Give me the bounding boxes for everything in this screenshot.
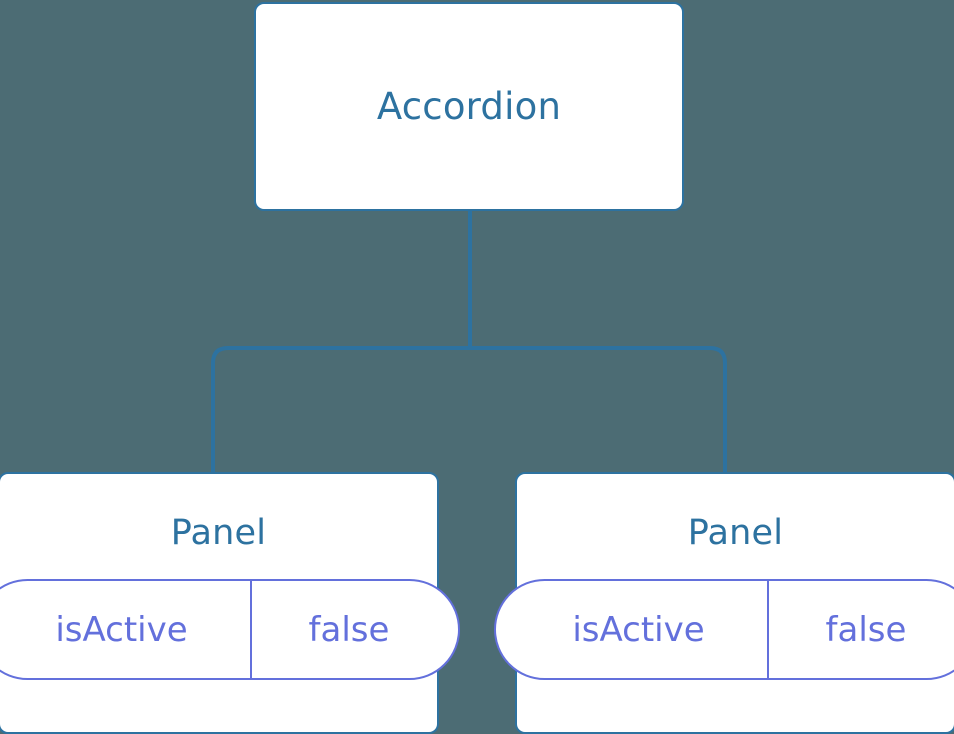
edge-left-branch (211, 346, 470, 474)
node-panel-left[interactable]: Panel isActive false (0, 472, 460, 734)
node-title: Panel (170, 513, 267, 553)
edge-right-branch (470, 346, 727, 474)
node-title: Panel (687, 513, 784, 553)
node-accordion[interactable]: Accordion (254, 2, 684, 211)
prop-value: false (825, 609, 907, 650)
node-panel-right[interactable]: Panel isActive false (494, 472, 954, 734)
node-title: Accordion (376, 85, 562, 128)
prop-key: isActive (0, 581, 252, 678)
prop-pill[interactable]: isActive false (0, 579, 460, 680)
prop-value: false (308, 609, 390, 650)
prop-pill[interactable]: isActive false (494, 579, 954, 680)
prop-key: isActive (496, 581, 769, 678)
